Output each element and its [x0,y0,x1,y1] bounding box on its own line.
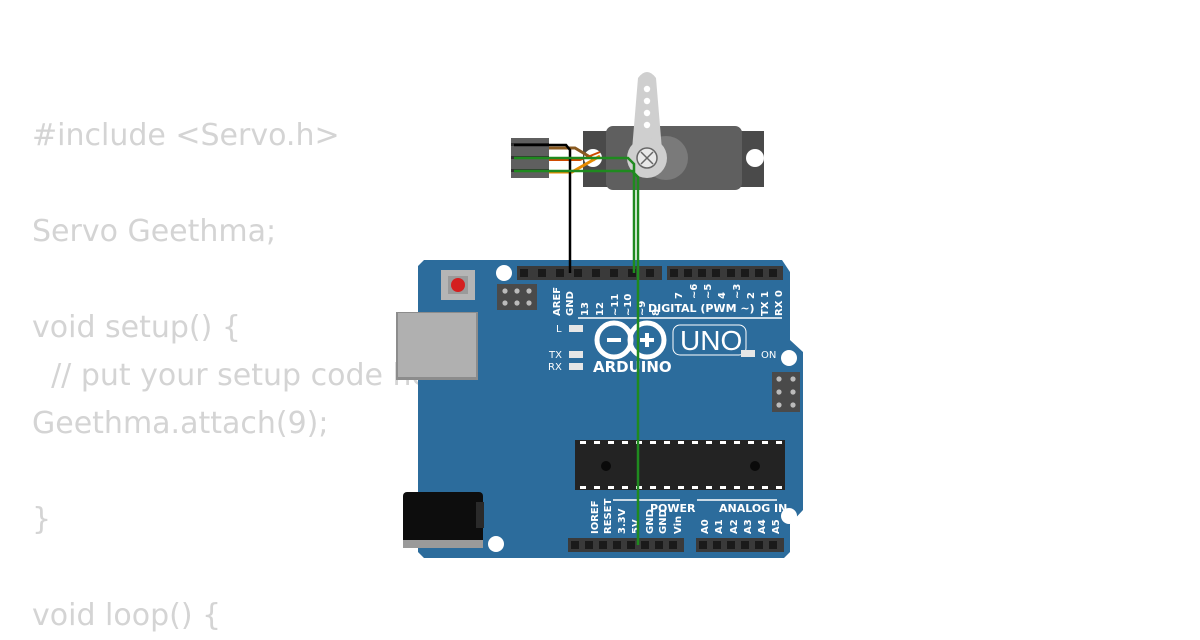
analog-header [696,538,784,552]
led-tx-label: TX [548,350,562,361]
pin-label: GND [565,291,576,316]
arduino-logo [594,320,667,360]
wire-vcc-5v [514,169,640,545]
power-jack [403,492,484,548]
code-line: Geethma.attach(9); [32,406,329,441]
led-l: L [556,324,583,335]
analog-pin-labels: A0 A1 A2 A3 A4 A5 [700,519,782,534]
power-pin-labels: IOREF RESET 3.3V 5V GND GND Vin [590,498,684,534]
digital-header-label: DIGITAL (PWM ~) [648,302,755,315]
digital-header-left [517,266,662,280]
pin-label: GND [645,509,656,534]
wire-signal-pin9 [514,156,636,273]
digital-pin-labels-left: AREF GND 13 12 ~11 ~10 ~9 8 [552,287,662,316]
pin-label: 13 [580,302,591,316]
digital-header-right [667,266,783,280]
pin-label: A1 [714,519,725,534]
pin-label: 12 [595,302,606,316]
icsp-header-right [772,372,800,412]
led-l-label: L [556,324,562,335]
code-line: #include <Servo.h> [32,118,340,153]
code-line: } [32,502,52,537]
led-rx-label: RX [548,362,562,373]
uno-badge [672,324,747,356]
pin-label: ~10 [623,294,634,316]
pin-label: A0 [700,519,711,534]
icsp-header-top [497,284,537,310]
pin-label: A5 [771,519,782,534]
servo-horn [627,72,667,178]
led-tx: TX [548,350,583,361]
pin-label: 2 [746,292,757,299]
pin-label: RESET [603,498,614,534]
led-on-label: ON [761,350,776,361]
servo-motor[interactable] [511,72,764,190]
mounting-hole [781,350,797,366]
pin-label: 4 [717,292,728,299]
microcontroller-chip [575,440,785,490]
power-header-label: POWER [650,502,696,515]
board-model: UNO [680,325,742,356]
board-name: ARDUINO [593,358,672,376]
pin-label: RX 0 [774,290,785,316]
pin-label: GND [658,509,669,534]
code-line: void loop() { [32,598,222,633]
pin-label: 8 [651,309,662,316]
wire-gnd [514,143,572,273]
pin-label: Vin [673,516,684,534]
pin-label: 5V [631,519,642,534]
usb-port [396,312,478,380]
pin-label: A3 [743,519,754,534]
pin-label: A4 [757,519,768,534]
pin-label: ~11 [610,294,621,316]
pin-label: ~5 [703,284,714,299]
pin-label: TX 1 [760,291,771,316]
reset-button[interactable] [441,270,475,300]
led-on: ON [741,350,776,361]
led-rx: RX [548,362,583,373]
pin-label: IOREF [590,500,601,534]
arduino-uno-board[interactable]: AREF GND 13 12 ~11 ~10 ~9 8 7 ~6 ~5 4 ~3… [396,260,803,558]
analog-header-label: ANALOG IN [719,502,787,515]
digital-pin-labels-right: 7 ~6 ~5 4 ~3 2 TX 1 RX 0 [674,284,785,316]
mounting-hole [488,536,504,552]
pin-label: ~6 [689,284,700,299]
pin-label: A2 [729,519,740,534]
code-line: void setup() { [32,310,241,345]
pin-label: ~3 [732,284,743,299]
servo-lead-wire-red [549,151,601,161]
code-line: Servo Geethma; [32,214,277,249]
pin-label: ~9 [637,301,648,316]
mounting-hole [496,265,512,281]
power-header [568,538,684,552]
pin-label: 3.3V [617,508,628,534]
pin-label: AREF [552,287,563,316]
pin-label: 7 [674,292,685,299]
mounting-hole [781,508,797,524]
